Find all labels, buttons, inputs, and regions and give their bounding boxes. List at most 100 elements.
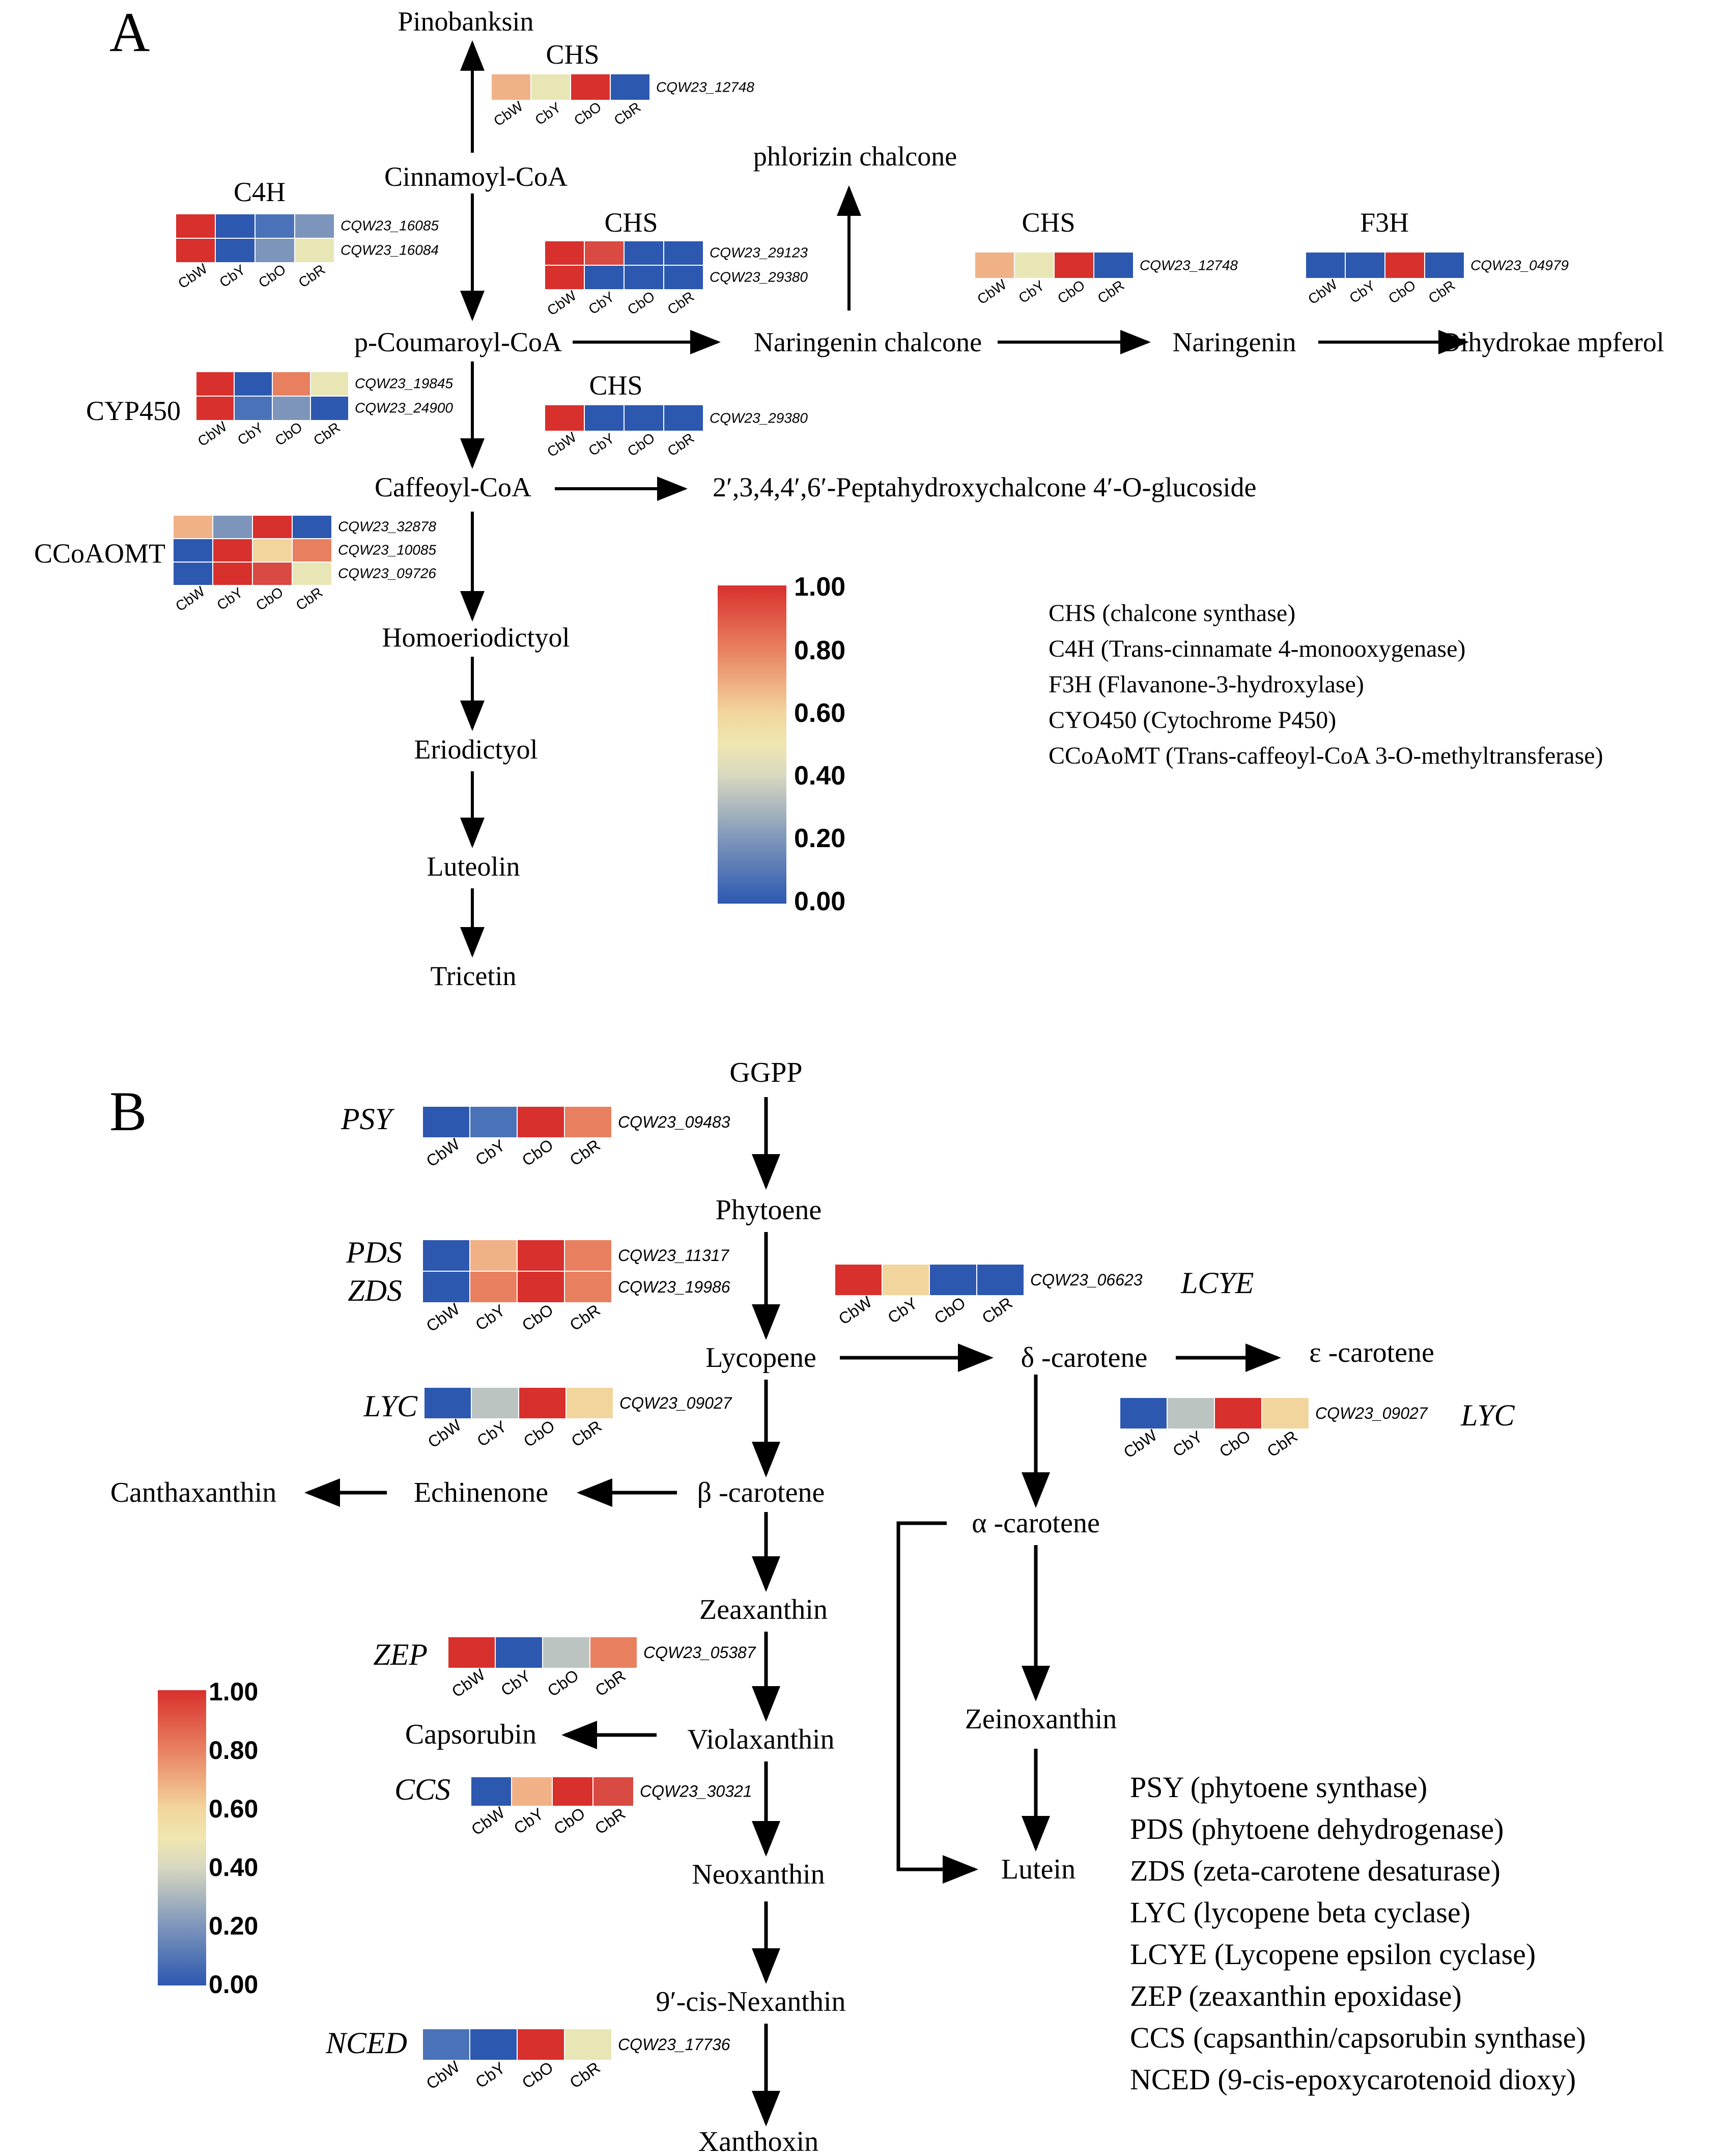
sample-label: CbR [1426, 277, 1458, 306]
heatmap-cell [584, 404, 625, 432]
legend-b-pds: PDS (phytoene dehydrogenase) [1130, 1812, 1504, 1845]
compound-homoeriodictyol: Homoeriodictyol [382, 622, 570, 653]
heatmap-cell [517, 1271, 565, 1303]
heatmap-cell [564, 1106, 612, 1138]
enzyme-label-ccs: CCS [394, 1773, 450, 1806]
compound-alpha-carotene: α -carotene [972, 1507, 1100, 1539]
compound-eriodictyol: Eriodictyol [414, 734, 538, 765]
heatmap-cell [517, 2028, 565, 2061]
gene-id-label: CQW23_12748 [656, 79, 754, 95]
heatmap-cell [469, 1106, 518, 1138]
enzyme-label-pds: PDS [346, 1236, 402, 1269]
sample-label: CbR [611, 99, 644, 128]
sample-label: CbR [979, 1294, 1016, 1327]
sample-label: CbR [296, 261, 328, 291]
sample-label: CbW [424, 1415, 465, 1451]
compound-beta-carotene: β -carotene [697, 1477, 825, 1508]
heatmap-cell [422, 1239, 470, 1272]
colorbar-a [718, 585, 786, 904]
sample-label: CbR [591, 1804, 629, 1838]
sample-label: CbO [550, 1804, 588, 1838]
sample-label: CbR [293, 584, 326, 613]
heatmap-cell [195, 396, 235, 421]
heatmap-cell [624, 404, 664, 432]
heatmap-cell [310, 371, 349, 397]
sample-label: CbR [665, 288, 697, 318]
heatmap-cell [212, 515, 253, 539]
sample-label: CbY [1169, 1427, 1206, 1460]
heatmap-cell [518, 1387, 567, 1419]
sample-label: CbY [216, 262, 248, 291]
compound-delta-carotene: δ -carotene [1021, 1342, 1148, 1374]
legend-a-f3h: F3H (Flavanone-3-hydroxylase) [1049, 671, 1364, 698]
sample-label: CbO [519, 2058, 557, 2092]
sample-label: CbW [423, 1134, 464, 1170]
sample-label: CbR [567, 1136, 604, 1169]
heatmap-cell [1093, 251, 1134, 279]
heatmap-cell [976, 1264, 1025, 1296]
gene-id-label: CQW23_04979 [1470, 257, 1569, 273]
compound-naringenin-chalcone: Naringenin chalcone [754, 327, 982, 357]
colorbar-b [158, 1690, 206, 1985]
sample-label: CbR [568, 1417, 605, 1450]
colorbar-a-tick-3: 0.60 [794, 698, 845, 728]
heatmap-cell [470, 1776, 512, 1807]
gene-id-label: CQW23_24900 [355, 400, 453, 416]
heatmap-cell [254, 238, 295, 263]
heatmap-cell [422, 1106, 470, 1138]
heatmap-cell [570, 73, 611, 101]
gene-id-label: CQW23_32878 [338, 518, 436, 534]
heatmap-cell [212, 562, 253, 586]
sample-label: CbY [473, 1417, 510, 1450]
heatmap-cell [173, 538, 213, 563]
heatmap-cell [592, 1776, 634, 1807]
enzyme-label-chs-top: CHS [546, 39, 599, 70]
colorbar-b-tick-1: 1.00 [209, 1677, 258, 1706]
sample-label: CbW [974, 276, 1009, 307]
heatmap-cell [974, 251, 1015, 279]
heatmap-cell [564, 2028, 612, 2061]
enzyme-label-chs-right: CHS [1022, 207, 1075, 238]
sample-label: CbY [1015, 277, 1047, 306]
colorbar-a-tick-6: 0.00 [794, 887, 845, 916]
heatmap-cell [310, 396, 349, 421]
sample-label: CbR [665, 430, 697, 459]
heatmap-cell [423, 1387, 472, 1419]
heatmap-cell [584, 240, 625, 266]
sample-label: CbO [1385, 277, 1419, 306]
sample-label: CbO [931, 1293, 969, 1327]
heatmap-cell [173, 562, 213, 586]
compound-caffeoyl-coa: Caffeoyl-CoA [375, 472, 531, 502]
sample-label: CbY [472, 2058, 508, 2091]
heatmap-cell [292, 538, 332, 563]
colorbar-a-tick-4: 0.40 [794, 761, 845, 791]
colorbar-b-tick-2: 0.80 [209, 1736, 258, 1765]
sample-label: CbY [585, 289, 617, 318]
gene-id-label: CQW23_16084 [341, 242, 439, 258]
gene-id-label: CQW23_17736 [618, 2035, 730, 2054]
heatmap-cell [422, 1271, 470, 1303]
sample-label: CbR [592, 1666, 629, 1700]
gene-id-label: CQW23_09726 [338, 565, 436, 581]
sample-label: CbW [175, 260, 210, 291]
sample-label: CbO [625, 288, 658, 318]
legend-b-psy: PSY (phytoene synthase) [1130, 1771, 1427, 1804]
panel-b-label: B [109, 1080, 147, 1142]
sample-label: CbW [1120, 1425, 1161, 1462]
enzyme-label-cyp450: CYP450 [86, 396, 181, 426]
heatmap-cell [1261, 1397, 1310, 1430]
heatmap-cell [663, 265, 704, 290]
heatmap-cell [175, 238, 216, 263]
colorbar-a-tick-2: 0.80 [794, 636, 845, 665]
enzyme-label-zep: ZEP [373, 1638, 428, 1671]
compound-lutein: Lutein [1001, 1854, 1075, 1885]
legend-b-nced: NCED (9-cis-epoxycarotenoid dioxy) [1130, 2063, 1576, 2096]
sample-label: CbW [448, 1665, 489, 1701]
heatmap-cell [542, 1636, 590, 1669]
heatmap-cell [1214, 1397, 1262, 1430]
